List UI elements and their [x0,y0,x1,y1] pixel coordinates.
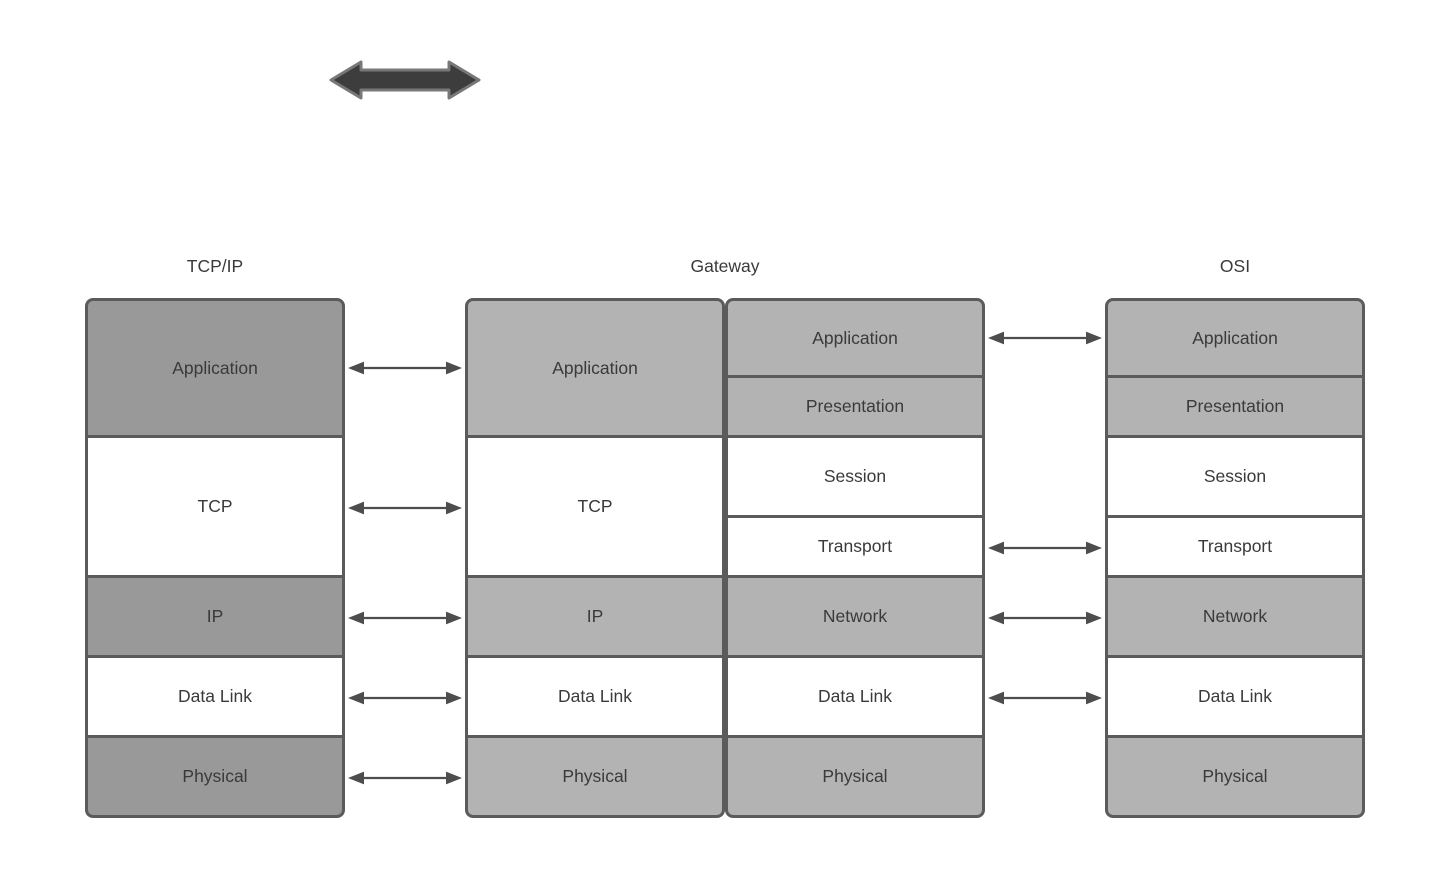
layer-label: Physical [1202,766,1268,786]
layer-gateway-osi-side-physical: Physical [725,735,985,818]
connector-gateway-to-osi-network [988,611,1102,625]
layer-label: Data Link [1198,686,1272,706]
connector-tcpip-to-gateway-data-link [348,691,462,705]
layer-gateway-tcpip-side-physical: Physical [465,735,725,818]
connector-gateway-to-osi-transport [988,541,1102,555]
layer-label: Data Link [558,686,632,706]
layer-label: Presentation [805,396,905,416]
layer-tcpip-tcp: TCP [85,435,345,578]
layer-label: Transport [1197,536,1273,556]
layer-label: Physical [562,766,628,786]
layer-tcpip-data-link: Data Link [85,655,345,738]
layer-label: IP [586,606,604,626]
layer-gateway-osi-side-transport: Transport [725,515,985,578]
column-title-tcpip: TCP/IP [186,256,244,276]
layer-label: Application [552,357,638,378]
layer-osi-physical: Physical [1105,735,1365,818]
layer-osi-transport: Transport [1105,515,1365,578]
connector-gateway-to-osi-data-link [988,691,1102,705]
layer-gateway-tcpip-side-application: Application [465,298,725,438]
column-title-gateway: Gateway [690,256,760,276]
layer-tcpip-physical: Physical [85,735,345,818]
layer-osi-session: Session [1105,435,1365,518]
layer-gateway-osi-side-network: Network [725,575,985,658]
connector-tcpip-to-gateway-tcp [348,501,462,515]
layer-label: Application [1192,327,1278,348]
layer-label: Session [1203,466,1267,486]
layer-osi-presentation: Presentation [1105,375,1365,438]
layer-label: TCP [197,496,233,516]
connector-gateway-to-osi-application [988,331,1102,345]
connector-tcpip-to-gateway-ip [348,611,462,625]
layer-gateway-tcpip-side-ip: IP [465,575,725,658]
layer-label: Data Link [818,686,892,706]
connector-tcpip-to-gateway-physical [348,771,462,785]
layer-gateway-osi-side-application: Application [725,298,985,378]
layer-osi-application: Application [1105,298,1365,378]
layer-label: Physical [822,766,888,786]
layer-label: Application [172,357,258,378]
layer-label: IP [206,606,224,626]
layer-gateway-osi-side-data-link: Data Link [725,655,985,738]
layer-tcpip-ip: IP [85,575,345,658]
layer-gateway-osi-side-presentation: Presentation [725,375,985,438]
layer-label: Network [1202,606,1268,626]
connector-tcpip-to-gateway-application [348,361,462,375]
horizontal-double-arrow-icon [329,60,481,100]
layer-gateway-tcpip-side-tcp: TCP [465,435,725,578]
layer-label: Transport [817,536,893,556]
layer-osi-data-link: Data Link [1105,655,1365,738]
layer-label: Presentation [1185,396,1285,416]
layer-label: Network [822,606,888,626]
layer-label: Session [823,466,887,486]
layer-label: Data Link [178,686,252,706]
layer-gateway-tcpip-side-data-link: Data Link [465,655,725,738]
layer-label: Physical [182,766,248,786]
layer-gateway-osi-side-session: Session [725,435,985,518]
column-title-osi: OSI [1219,256,1251,276]
layer-label: Application [812,327,898,348]
layer-label: TCP [577,496,613,516]
layer-tcpip-application: Application [85,298,345,438]
layer-osi-network: Network [1105,575,1365,658]
